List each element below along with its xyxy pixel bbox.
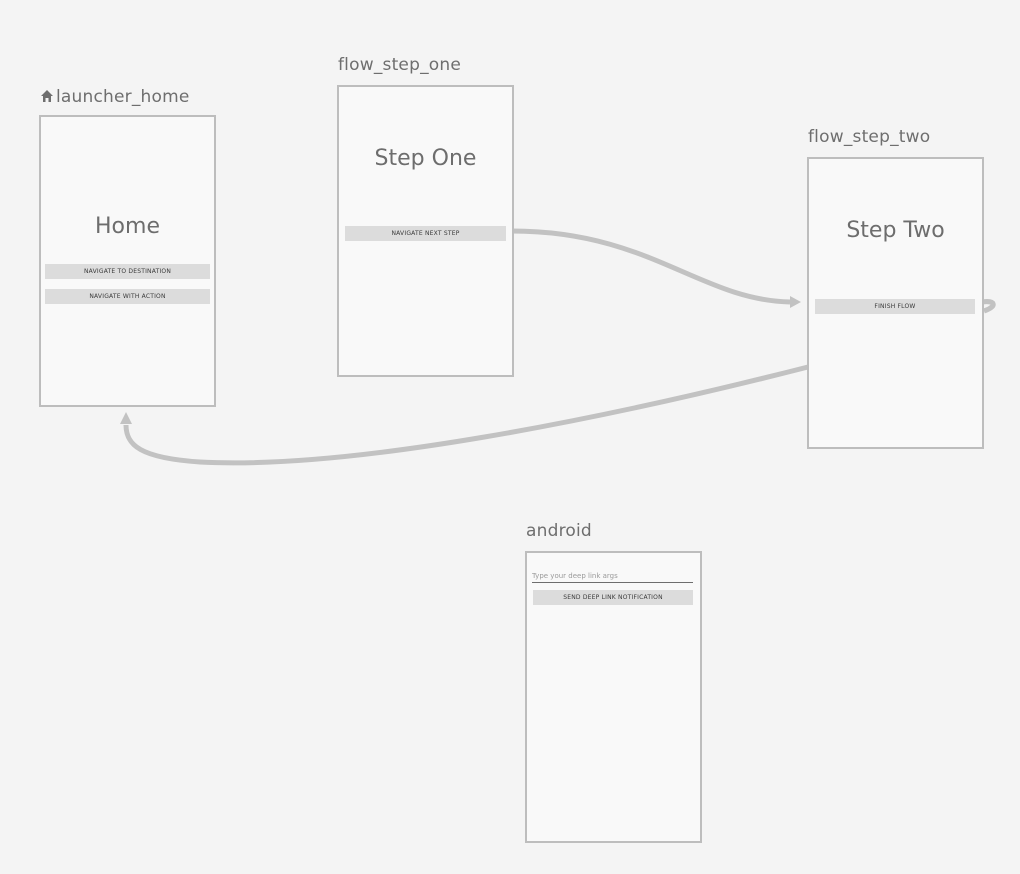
navigate-with-action-button[interactable]: NAVIGATE WITH ACTION bbox=[45, 289, 210, 304]
destination-label-flow-step-two: flow_step_two bbox=[808, 127, 930, 147]
destination-name: launcher_home bbox=[56, 87, 190, 107]
arrow-head-home bbox=[120, 412, 132, 424]
action-arrow-step-one-to-step-two[interactable] bbox=[511, 228, 791, 305]
home-icon bbox=[41, 90, 53, 102]
screen-title: Home bbox=[95, 214, 160, 239]
navigate-to-destination-button[interactable]: NAVIGATE TO DESTINATION bbox=[45, 264, 210, 279]
action-arrow-step-two-to-home[interactable] bbox=[123, 364, 809, 466]
destination-name: android bbox=[526, 521, 592, 541]
navigate-next-step-button[interactable]: NAVIGATE NEXT STEP bbox=[345, 226, 506, 241]
destination-label-launcher-home: launcher_home bbox=[40, 87, 190, 107]
deep-link-args-input[interactable] bbox=[532, 569, 693, 583]
destination-name: flow_step_one bbox=[338, 55, 462, 75]
destination-label-flow-step-one: flow_step_one bbox=[338, 55, 461, 75]
destination-screen-android[interactable]: SEND DEEP LINK NOTIFICATION bbox=[525, 551, 702, 843]
screen-title: Step One bbox=[374, 146, 477, 171]
destination-name: flow_step_two bbox=[808, 127, 931, 147]
finish-flow-button[interactable]: FINISH FLOW bbox=[815, 299, 975, 314]
destination-screen-flow-step-one[interactable]: Step One NAVIGATE NEXT STEP bbox=[337, 85, 514, 377]
destination-screen-launcher-home[interactable]: Home NAVIGATE TO DESTINATION NAVIGATE WI… bbox=[39, 115, 216, 407]
destination-screen-flow-step-two[interactable]: Step Two FINISH FLOW bbox=[807, 157, 984, 449]
arrow-head-step-two bbox=[790, 296, 801, 308]
destination-label-android: android bbox=[526, 521, 592, 541]
screen-title: Step Two bbox=[846, 218, 945, 243]
send-deep-link-notification-button[interactable]: SEND DEEP LINK NOTIFICATION bbox=[533, 590, 693, 605]
